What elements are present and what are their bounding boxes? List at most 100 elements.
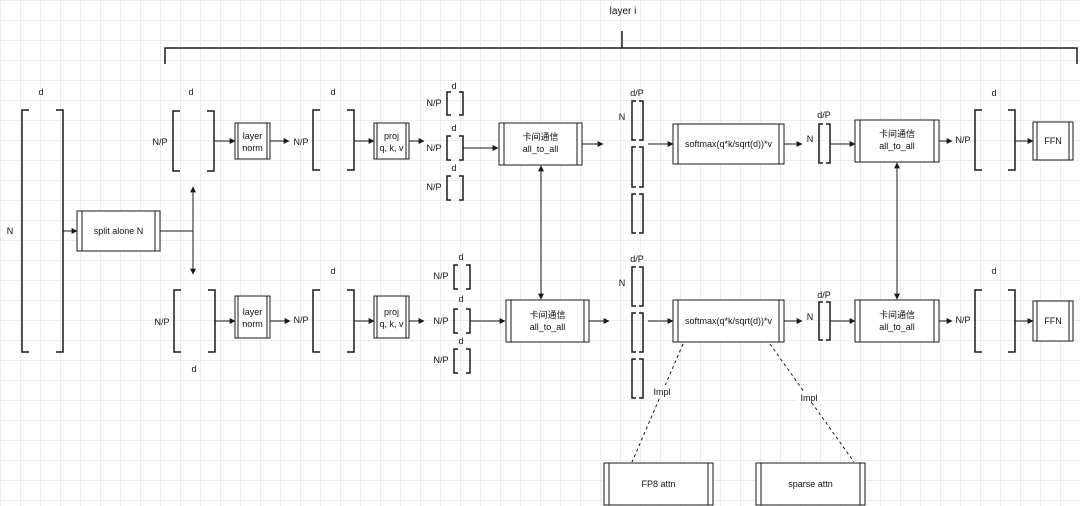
bot-m1-bracket-left [173, 289, 181, 353]
top-comm2-line1: 卡间通信 [879, 128, 915, 139]
bot-head1-bracket-right [639, 266, 644, 307]
top-m1-bracket-left [172, 110, 180, 172]
bot-out-bracket-left [818, 301, 823, 341]
layer-brace [164, 31, 1078, 64]
top-row: d N/P layer norm N/P d proj q, k, v d [152, 81, 1074, 234]
bot-comm2-line1: 卡间通信 [879, 309, 915, 320]
top-k-bracket-left [446, 135, 451, 161]
top-layernorm-line2: norm [242, 143, 263, 153]
bot-head-dp: d/P [630, 254, 644, 264]
top-layernorm-line1: layer [243, 131, 263, 141]
top-out-bracket-right [826, 123, 831, 164]
top-m1-bracket-right [207, 110, 215, 172]
top-m2-bracket-left [312, 109, 320, 171]
bot-head2-bracket-right [639, 312, 644, 353]
bot-m2-bracket-right [347, 289, 355, 353]
bot-m1-d: d [191, 364, 196, 374]
bot-m2-np: N/P [293, 315, 308, 325]
bot-comm2-box: 卡间通信 all_to_all [854, 299, 940, 343]
bot-k-d: d [458, 294, 463, 304]
top-q-bracket-right [459, 91, 464, 116]
top-head2-bracket-right [639, 146, 644, 188]
top-head1-bracket-left [631, 100, 636, 141]
split-box: split alone N [76, 210, 161, 252]
fp8-attn-label: FP8 attn [641, 479, 675, 489]
bot-head-n: N [619, 278, 626, 288]
top-head2-bracket-left [631, 146, 636, 188]
bot-m1-bracket-right [208, 289, 216, 353]
top-m2-np: N/P [293, 137, 308, 147]
impl-sparse-label: Impl [800, 393, 817, 403]
bot-m1-np: N/P [154, 317, 169, 327]
top-head-n: N [619, 112, 626, 122]
top-head1-bracket-right [639, 100, 644, 141]
bot-softmax-label: softmax(q*k/sqrt(d))*v [685, 316, 773, 326]
top-q-d: d [451, 81, 456, 91]
bot-out-n: N [807, 312, 814, 322]
top-q-bracket-left [446, 91, 451, 116]
top-comm2-box: 卡间通信 all_to_all [854, 119, 940, 163]
bot-m3-bracket-left [974, 289, 982, 353]
top-m3-d: d [991, 88, 996, 98]
bot-softmax-box: softmax(q*k/sqrt(d))*v [672, 299, 785, 343]
bot-k-bracket-right [466, 308, 471, 334]
top-softmax-box: softmax(q*k/sqrt(d))*v [672, 123, 785, 165]
bot-q-bracket-left [453, 264, 458, 290]
bot-out-dp: d/P [817, 290, 831, 300]
bot-ffn-box: FFN [1032, 300, 1074, 342]
top-out-n: N [807, 134, 814, 144]
top-m2-bracket-right [347, 109, 355, 171]
bot-head2-bracket-left [631, 312, 636, 353]
bot-proj-box: proj q, k, v [373, 295, 410, 339]
input-d-label: d [38, 87, 43, 97]
bot-m3-bracket-right [1008, 289, 1016, 353]
top-comm2-line2: all_to_all [879, 141, 915, 151]
bot-m3-d: d [991, 266, 996, 276]
bot-comm-box: 卡间通信 all_to_all [505, 299, 590, 343]
top-head3-bracket-right [639, 193, 644, 234]
top-head3-bracket-left [631, 193, 636, 234]
bot-k-np: N/P [433, 316, 448, 326]
input-bracket-left [21, 109, 29, 353]
bot-comm-line1: 卡间通信 [529, 309, 565, 320]
top-m1-np: N/P [152, 137, 167, 147]
bot-q-bracket-right [466, 264, 471, 290]
bot-ffn-label: FFN [1044, 316, 1062, 326]
bot-q-np: N/P [433, 271, 448, 281]
impl-fp8-dashed-line [631, 343, 684, 463]
bot-m2-bracket-left [312, 289, 320, 353]
bottom-row: N/P d layer norm N/P d proj q, k, v d [154, 252, 1074, 399]
bot-v-bracket-left [453, 348, 458, 374]
bot-m3-np: N/P [955, 315, 970, 325]
top-q-np: N/P [426, 98, 441, 108]
top-proj-box: proj q, k, v [373, 122, 410, 160]
bot-m2-d: d [330, 266, 335, 276]
bot-layernorm-line2: norm [242, 319, 263, 329]
top-k-bracket-right [459, 135, 464, 161]
split-box-label: split alone N [94, 226, 144, 236]
top-m2-d: d [330, 87, 335, 97]
bot-head3-bracket-right [639, 358, 644, 399]
top-layernorm-box: layer norm [234, 122, 271, 160]
bot-v-d: d [458, 336, 463, 346]
top-proj-line2: q, k, v [379, 143, 404, 153]
bot-head3-bracket-left [631, 358, 636, 399]
top-m3-bracket-right [1008, 109, 1016, 171]
top-comm-box: 卡间通信 all_to_all [498, 122, 583, 166]
top-ffn-box: FFN [1032, 121, 1074, 161]
top-m3-np: N/P [955, 135, 970, 145]
bot-head1-bracket-left [631, 266, 636, 307]
bot-out-bracket-right [826, 301, 831, 341]
bot-v-np: N/P [433, 355, 448, 365]
top-v-bracket-left [446, 175, 451, 201]
top-head-dp: d/P [630, 88, 644, 98]
sparse-attn-label: sparse attn [788, 479, 833, 489]
bot-v-bracket-right [466, 348, 471, 374]
bot-proj-line1: proj [384, 307, 399, 317]
top-v-np: N/P [426, 182, 441, 192]
top-m3-bracket-left [974, 109, 982, 171]
input-n-label: N [7, 226, 14, 236]
top-softmax-label: softmax(q*k/sqrt(d))*v [685, 139, 773, 149]
top-out-dp: d/P [817, 110, 831, 120]
